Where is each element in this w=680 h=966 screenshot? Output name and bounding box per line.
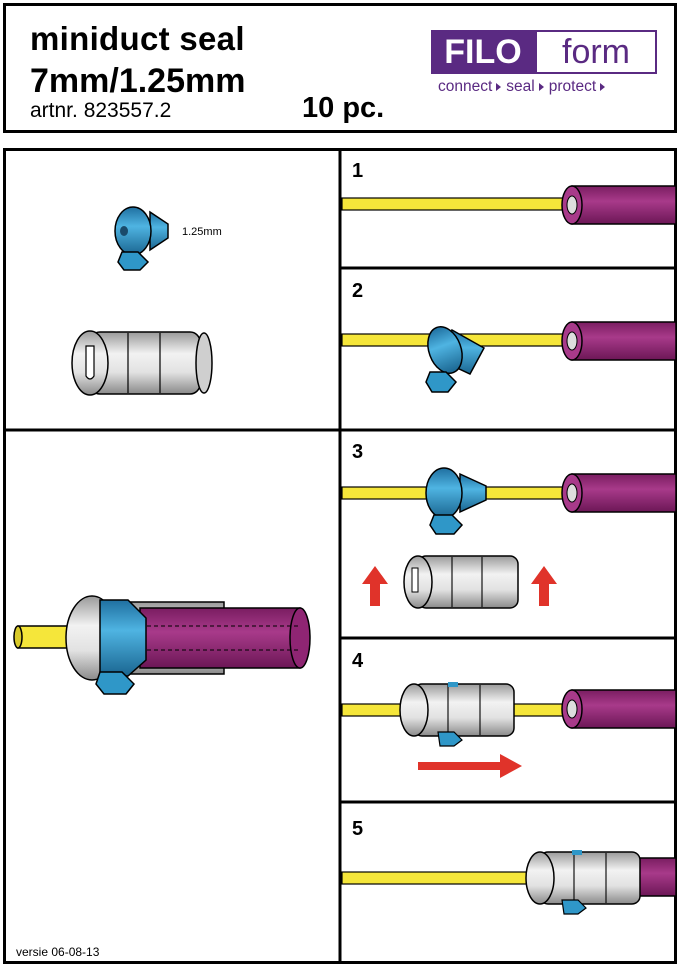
triangle-icon bbox=[538, 82, 544, 91]
step-1-figure bbox=[341, 185, 677, 225]
step-number-1: 1 bbox=[352, 160, 364, 182]
step-number-5: 5 bbox=[352, 818, 364, 840]
arrow-up-icon bbox=[362, 566, 388, 606]
step-3-figure bbox=[341, 467, 677, 609]
step-number-4: 4 bbox=[352, 650, 364, 672]
cone-size-label: 1.25mm bbox=[182, 226, 222, 238]
arrow-right-icon bbox=[418, 754, 522, 778]
step-number-3: 3 bbox=[352, 441, 364, 463]
version-label: versie 06-08-13 bbox=[16, 945, 100, 959]
logo-filo: FILO bbox=[431, 30, 535, 74]
quantity: 10 pc. bbox=[302, 92, 385, 124]
sleeve-part bbox=[71, 330, 213, 396]
header-panel: miniduct seal 7mm/1.25mm artnr. 823557.2… bbox=[3, 3, 677, 133]
cone-part bbox=[114, 206, 169, 271]
step-4-figure bbox=[341, 682, 677, 778]
triangle-icon bbox=[600, 82, 606, 91]
logo-form: form bbox=[535, 30, 657, 74]
instructions-panel bbox=[3, 148, 677, 964]
step-2-figure bbox=[341, 321, 677, 393]
assembled-view bbox=[13, 595, 311, 695]
product-title: miniduct seal bbox=[30, 20, 245, 57]
step-number-2: 2 bbox=[352, 280, 364, 302]
triangle-icon bbox=[496, 82, 502, 91]
product-size: 7mm/1.25mm bbox=[30, 62, 246, 100]
step-5-figure bbox=[341, 850, 677, 915]
arrow-up-icon bbox=[531, 566, 557, 606]
article-number: artnr. 823557.2 bbox=[30, 99, 172, 122]
